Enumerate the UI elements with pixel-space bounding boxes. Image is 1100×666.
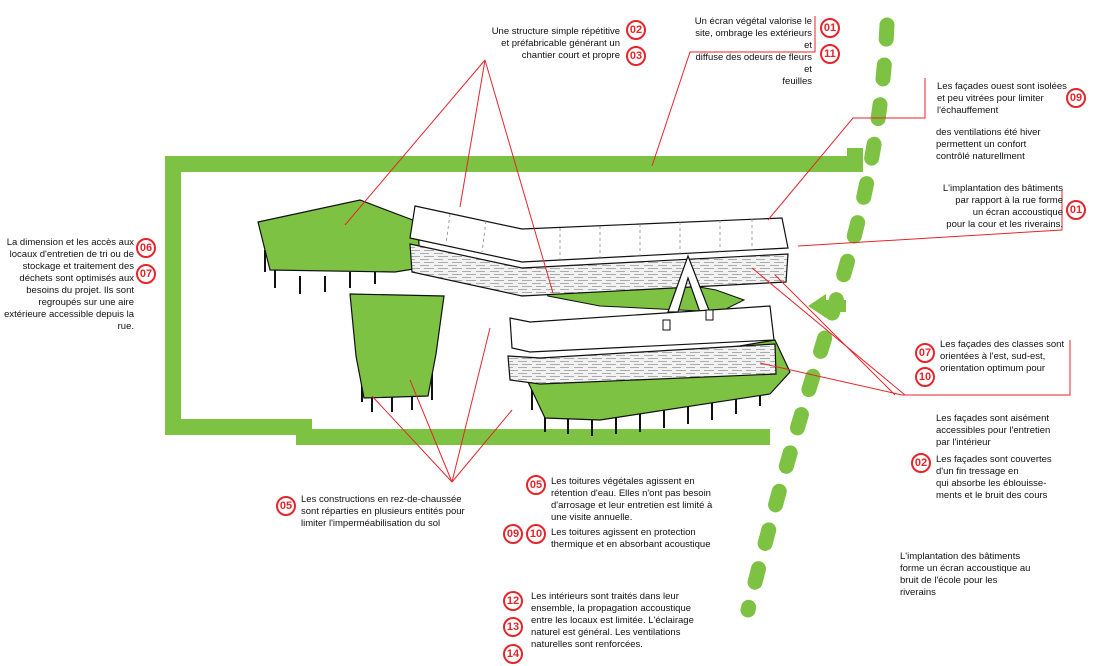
annotation-ventilations: des ventilations été hiver permettent un…: [936, 127, 1041, 162]
badge-12: 12: [503, 591, 523, 611]
annotation-facades-classes: Les façades des classes sont orientées à…: [940, 339, 1065, 374]
annotation-facades-ouest: Les façades ouest sont isolées et peu vi…: [937, 81, 1067, 116]
badge-02: 02: [626, 20, 646, 40]
badge-03: 03: [626, 46, 646, 66]
badge-13: 13: [503, 617, 523, 637]
annotation-interieurs: Les intérieurs sont traités dans leur en…: [531, 591, 694, 650]
badge-07-classes: 07: [915, 343, 935, 363]
annotation-implantation-ecole: L'implantation des bâtiments forme un éc…: [900, 551, 1031, 598]
badge-10-toitures: 10: [526, 524, 546, 544]
annotation-facades-accessibles: Les façades sont aisément accessibles po…: [936, 413, 1051, 448]
annotation-rez-de-chaussee: Les constructions en rez-de-chaussée son…: [301, 494, 465, 529]
lower-building-roof: [509, 305, 775, 353]
badge-06: 06: [136, 238, 156, 258]
badge-14: 14: [503, 644, 523, 664]
left-green-roof: [257, 199, 421, 273]
annotation-ecran-vegetal: Un écran végétal valorise le site, ombra…: [694, 16, 812, 87]
site-boundary-line: [165, 148, 863, 445]
badge-01-rue: 01: [1066, 200, 1086, 220]
annotation-structure: Une structure simple répétitive et préfa…: [491, 26, 620, 61]
lower-building-facade: [507, 343, 777, 385]
annotation-toitures-vegetales: Les toitures végétales agissent en réten…: [551, 476, 713, 523]
upper-building-roof: [409, 205, 789, 263]
badge-05-toitures: 05: [526, 475, 546, 495]
green-screen-dashed-line: [740, 17, 895, 618]
leader-lines: [344, 16, 1071, 483]
left-block-pilotis: [264, 250, 376, 294]
badge-10-classes: 10: [915, 367, 935, 387]
lower-left-green-roof: [349, 293, 445, 399]
badge-09: 09: [1066, 88, 1086, 108]
badge-07: 07: [136, 264, 156, 284]
badge-11: 11: [820, 44, 840, 64]
annotation-toitures-protection: Les toitures agissent en protection ther…: [551, 527, 711, 550]
badge-09-toitures: 09: [503, 524, 523, 544]
badge-05-rdc: 05: [276, 496, 296, 516]
badge-01: 01: [820, 18, 840, 38]
upper-building: [409, 205, 789, 297]
annotation-implantation-rue: L'implantation des bâtiments par rapport…: [942, 183, 1063, 230]
annotation-locaux-entretien: La dimension et les accès aux locaux d'e…: [4, 237, 134, 332]
lower-building: [507, 305, 777, 385]
badge-02-tressage: 02: [911, 453, 931, 473]
annotation-facades-tressage: Les façades sont couvertes d'un fin tres…: [936, 454, 1052, 501]
entry-arrow: [808, 294, 846, 318]
